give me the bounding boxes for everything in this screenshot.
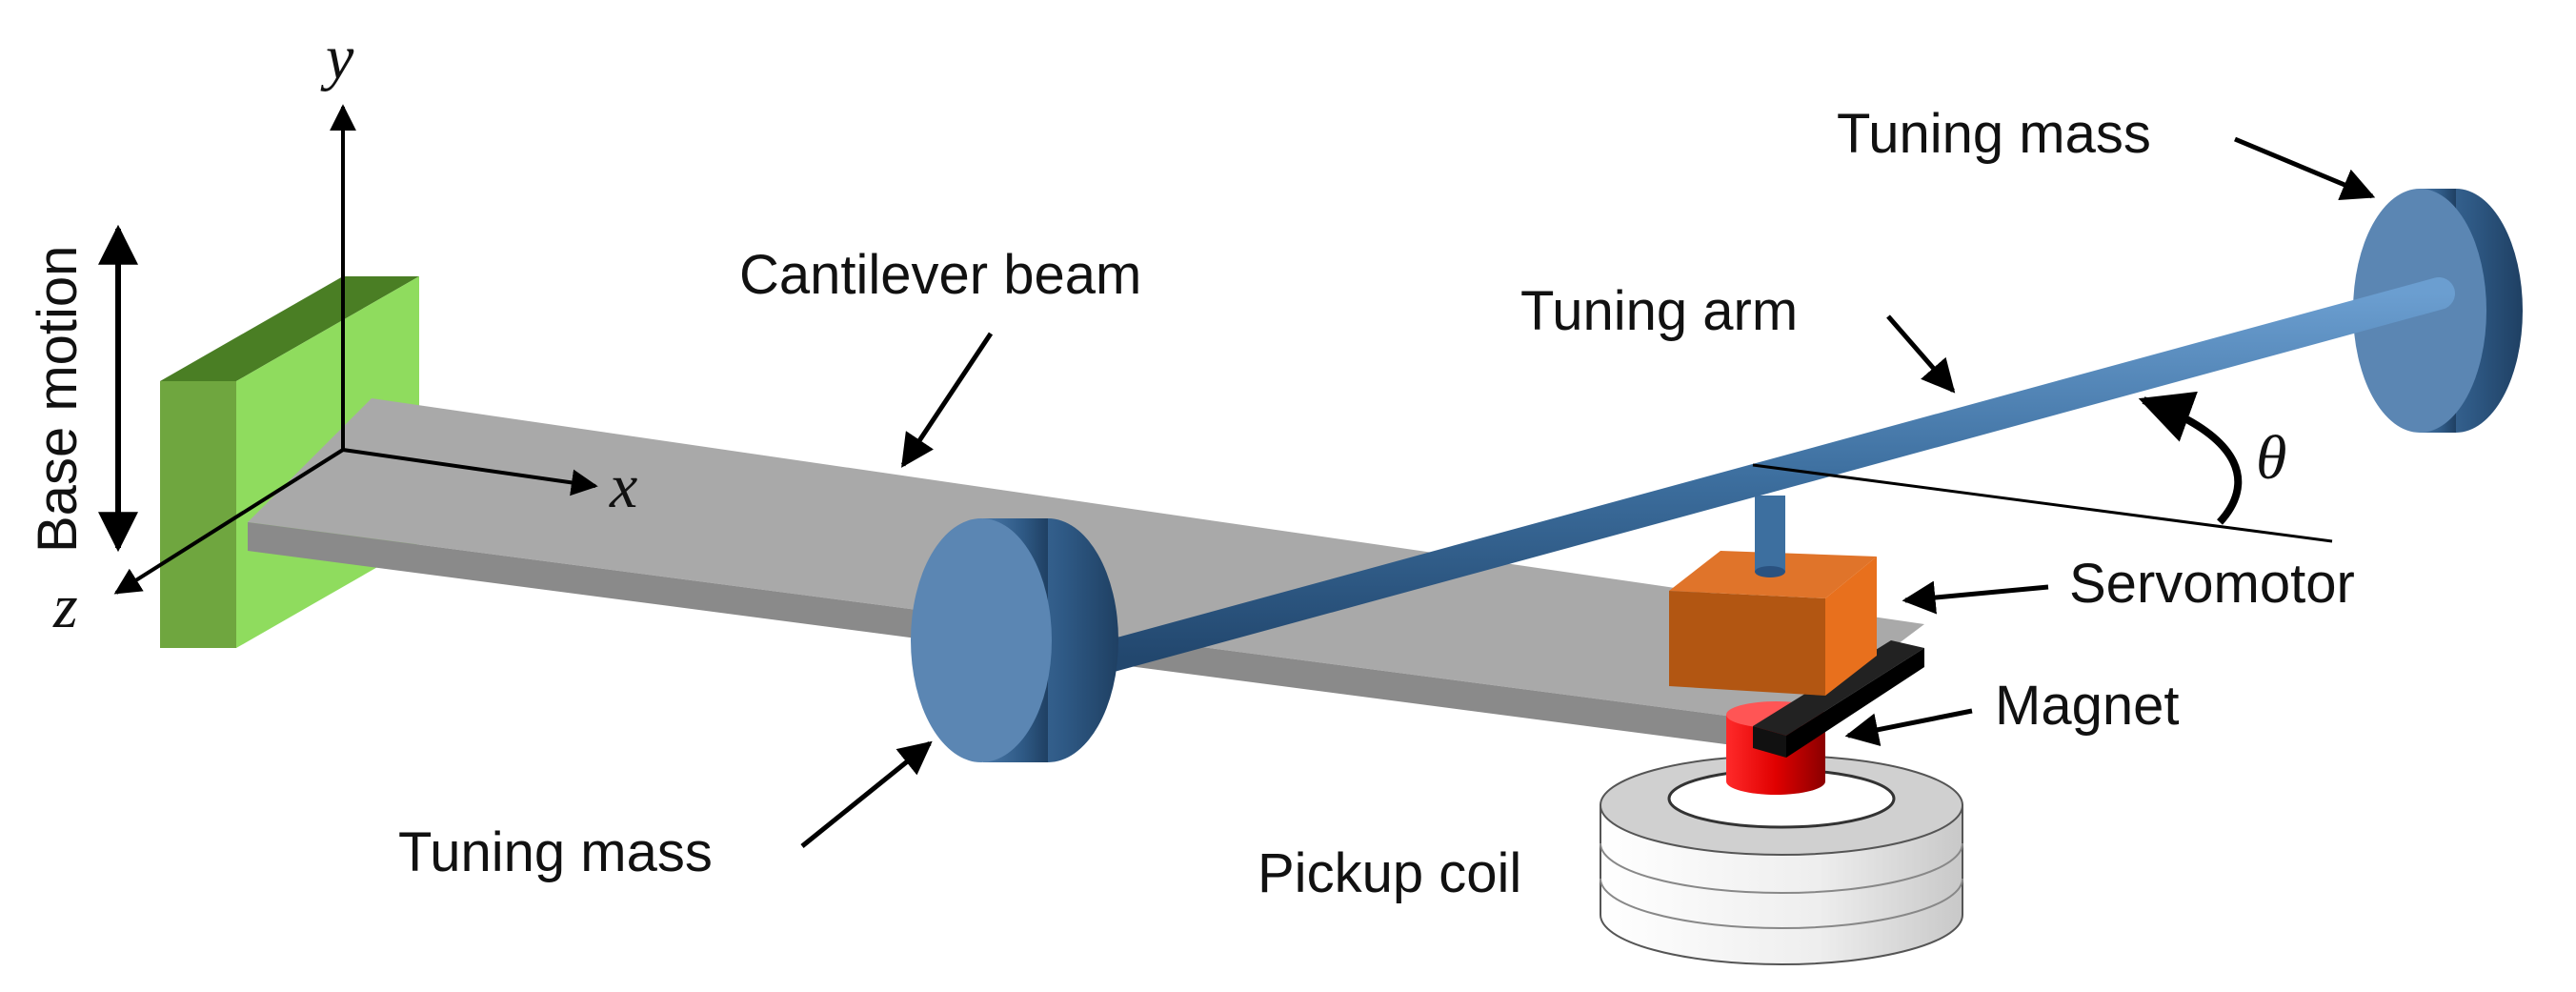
tuning-arm-label: Tuning arm: [1520, 280, 1798, 342]
magnet-plate: [1753, 640, 1924, 758]
theta-reference-line: [1752, 463, 2333, 543]
tuning-mass-top-label: Tuning mass: [1837, 103, 2151, 165]
theta-arc: [2138, 391, 2243, 525]
servomotor: [1669, 496, 1877, 696]
theta-label: θ: [2256, 423, 2286, 493]
magnet-label: Magnet: [1995, 675, 2179, 737]
pickup-coil: [1600, 755, 1963, 965]
tuning-arm: [1089, 277, 2455, 674]
cantilever-beam-label: Cantilever beam: [739, 244, 1141, 306]
axis-label-x: x: [609, 452, 637, 521]
servomotor-arrow: [1902, 580, 2049, 615]
tuning-arm-arrow: [1886, 314, 1956, 394]
pickup-coil-label: Pickup coil: [1258, 842, 1521, 904]
base-motion-label: Base motion: [27, 246, 89, 553]
magnet-arrow: [1844, 708, 1973, 746]
axis-label-z: z: [52, 572, 78, 641]
tuning-mass-front: [911, 518, 1118, 762]
tuning-mass-bottom-arrow: [800, 740, 933, 848]
tuning-mass-bottom-label: Tuning mass: [398, 821, 713, 883]
axis-label-y: y: [320, 23, 354, 92]
cantilever-beam-arrow: [900, 332, 994, 468]
tuning-mass-top-arrow: [2234, 136, 2376, 201]
coordinate-axes: [113, 104, 598, 595]
servomotor-label: Servomotor: [2069, 553, 2355, 615]
